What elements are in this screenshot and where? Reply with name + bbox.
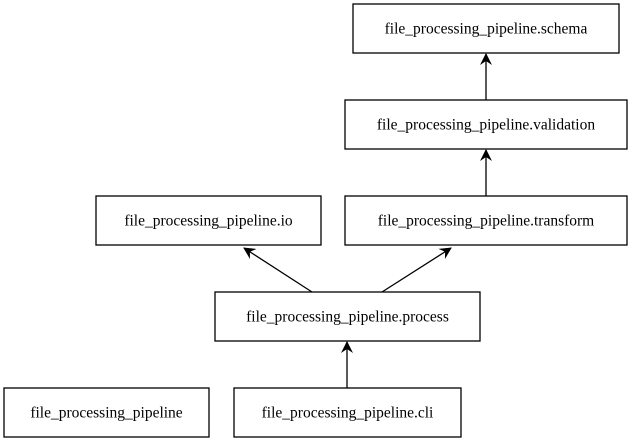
node-cli-label: file_processing_pipeline.cli [262, 405, 434, 422]
node-validation-box [344, 99, 628, 150]
node-io-label: file_processing_pipeline.io [124, 213, 293, 230]
node-schema: file_processing_pipeline.schema [352, 3, 620, 54]
node-transform: file_processing_pipeline.transform [344, 195, 628, 246]
edge-process-to-io [243, 247, 313, 293]
node-schema-label: file_processing_pipeline.schema [385, 21, 588, 38]
node-root-label: file_processing_pipeline [30, 405, 182, 422]
node-root: file_processing_pipeline [3, 387, 210, 438]
node-process-box [214, 291, 481, 342]
node-process: file_processing_pipeline.process [214, 291, 481, 342]
node-transform-box [344, 195, 628, 246]
node-schema-box [352, 3, 620, 54]
node-cli-box [233, 387, 462, 438]
node-root-box [3, 387, 210, 438]
edge-process-to-transform [381, 247, 452, 293]
node-process-label: file_processing_pipeline.process [246, 309, 449, 326]
node-validation: file_processing_pipeline.validation [344, 99, 628, 150]
node-io-box [95, 195, 322, 246]
node-transform-label: file_processing_pipeline.transform [378, 213, 595, 230]
node-io: file_processing_pipeline.io [95, 195, 322, 246]
node-validation-label: file_processing_pipeline.validation [377, 117, 595, 134]
edges [243, 53, 492, 388]
node-cli: file_processing_pipeline.cli [233, 387, 462, 438]
